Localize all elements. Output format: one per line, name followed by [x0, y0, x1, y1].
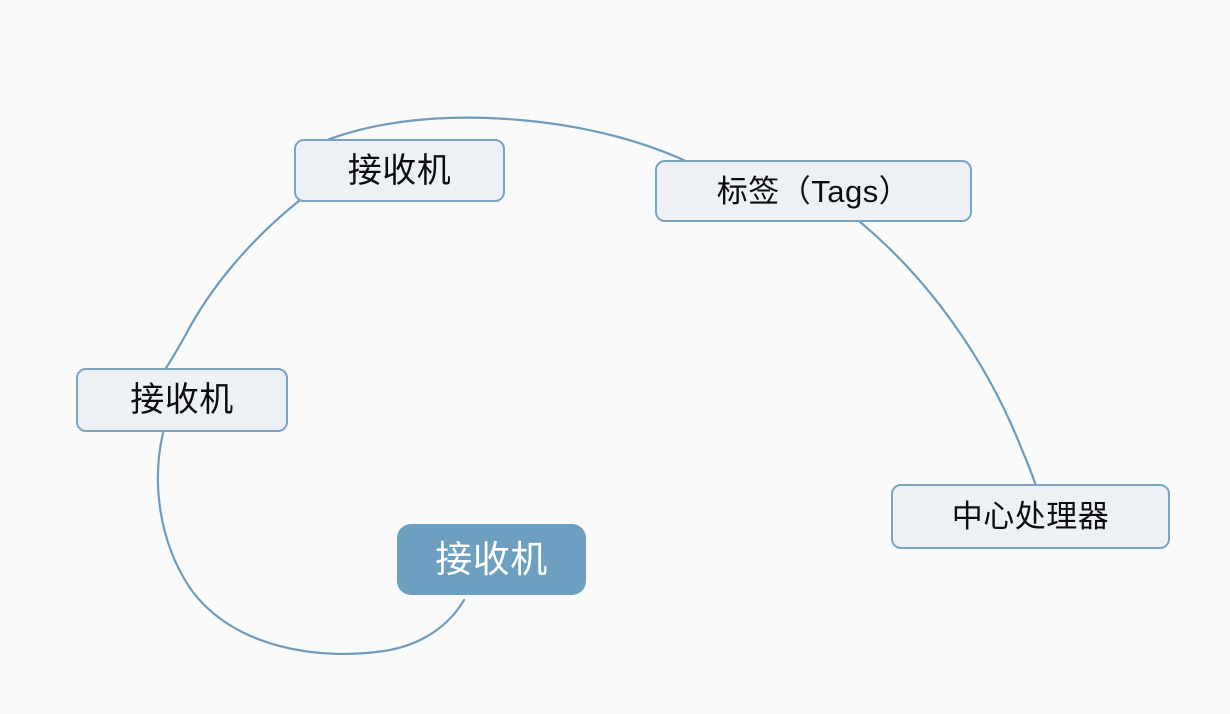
node-receiver-top[interactable]: 接收机: [294, 139, 505, 202]
connector-tags-to-processor: [858, 220, 1038, 488]
node-tags[interactable]: 标签（Tags）: [655, 160, 972, 222]
node-label: 接收机: [130, 381, 234, 419]
node-label: 标签（Tags）: [716, 173, 911, 209]
node-label: 接收机: [435, 539, 548, 580]
node-label: 接收机: [347, 151, 452, 190]
node-receiver-selected[interactable]: 接收机: [397, 524, 586, 595]
node-receiver-left[interactable]: 接收机: [76, 368, 288, 432]
node-label: 中心处理器: [951, 499, 1110, 534]
connector-receiver-top-to-left: [164, 198, 302, 370]
node-processor[interactable]: 中心处理器: [891, 484, 1170, 549]
